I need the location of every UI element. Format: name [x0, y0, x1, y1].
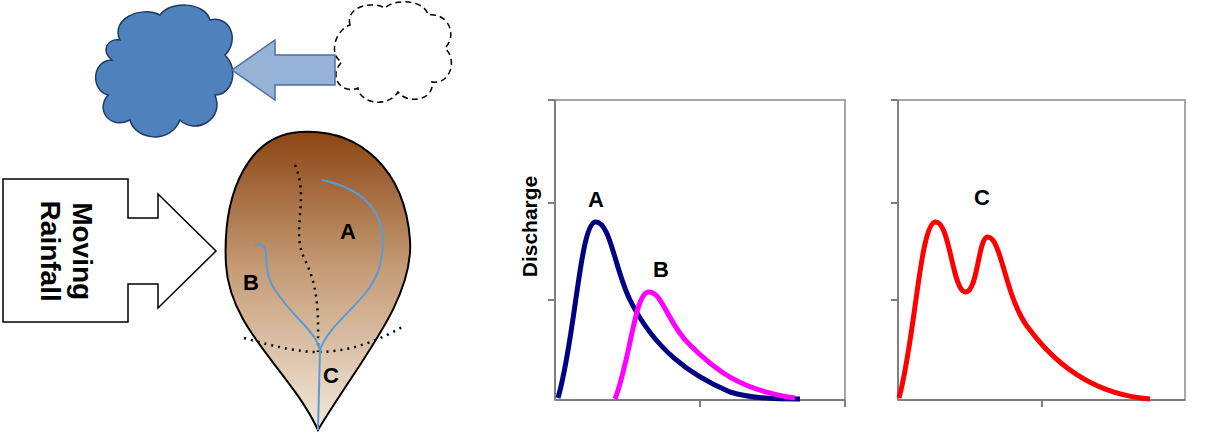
hydrograph-c: [899, 222, 1150, 399]
hydrograph-axes: [548, 100, 845, 407]
former-cloud: [334, 2, 451, 102]
axis-title: Discharge: [519, 175, 540, 277]
series-label: B: [653, 259, 669, 281]
arrow-outline: [0, 176, 220, 326]
cloud-move-arrow: [232, 40, 335, 100]
series-label: A: [588, 189, 604, 211]
outlet-label: C: [323, 365, 339, 387]
river: [255, 244, 320, 350]
sub-catchment-divide: [295, 165, 318, 352]
sub-catchment-label: A: [340, 221, 356, 243]
sub-catchment-label: B: [243, 272, 259, 294]
hydrograph-a: [558, 222, 800, 399]
arrow-box: Moving Rainfall: [0, 176, 220, 326]
river: [318, 180, 383, 430]
series-label: C: [974, 187, 990, 209]
catchment: [226, 132, 411, 430]
arrow-outline-path: [3, 179, 216, 322]
hydrograph-axes: [891, 100, 1185, 407]
rain-cloud: [96, 5, 233, 137]
arrow-label: Moving Rainfall: [34, 183, 98, 319]
sub-catchment-divide: [244, 326, 404, 352]
hydrograph-b: [615, 292, 795, 399]
